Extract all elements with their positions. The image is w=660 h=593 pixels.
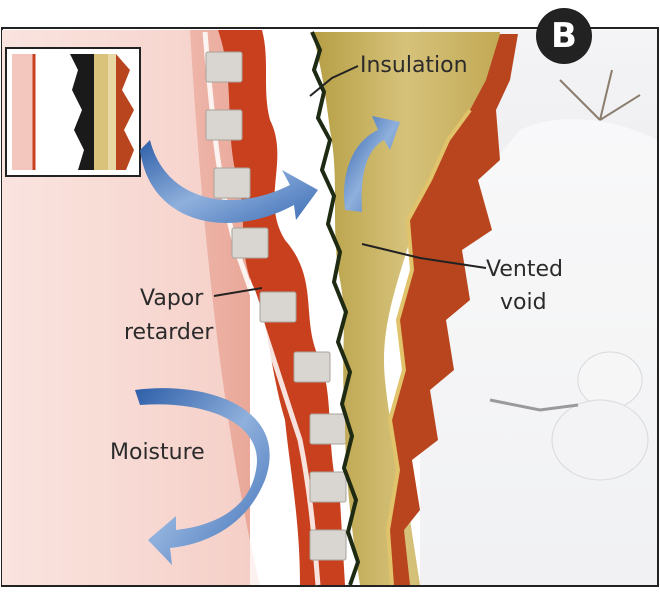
vented-void-label-line1: Vented	[486, 257, 563, 283]
vented-void-label-line2: void	[500, 290, 547, 316]
insulation-label: Insulation	[360, 53, 468, 79]
moisture-label: Moisture	[110, 440, 205, 466]
vapor-retarder-label-line2: retarder	[124, 320, 213, 346]
vapor-retarder-label-line1: Vapor	[140, 286, 203, 312]
panel-badge: B	[536, 8, 592, 64]
inset-detail	[6, 48, 140, 176]
